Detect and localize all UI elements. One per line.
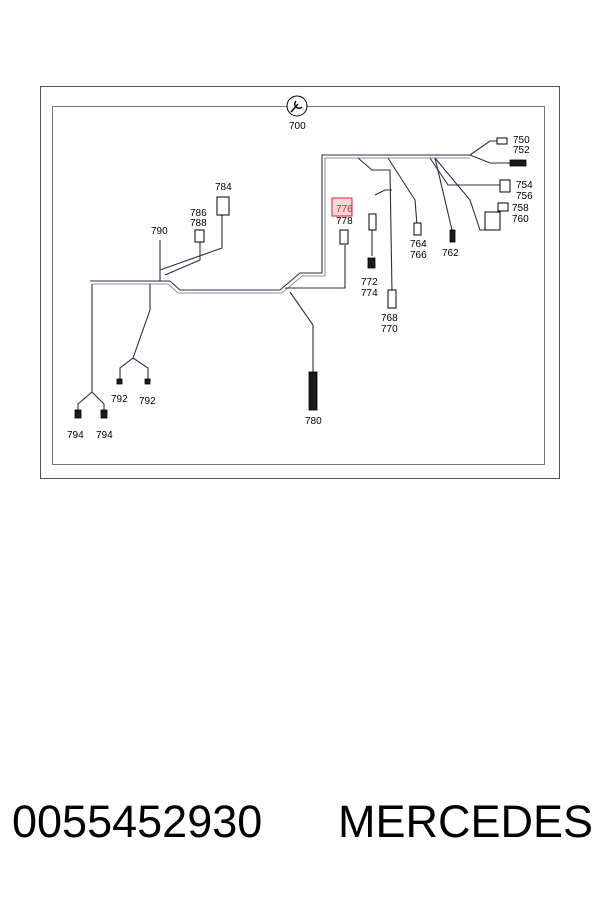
label-786: 786	[190, 208, 207, 219]
label-764: 764	[410, 239, 427, 250]
footer-caption: 0055452930 MERCEDES	[0, 796, 600, 866]
label-774: 774	[361, 288, 378, 299]
label-794-right: 794	[96, 430, 113, 441]
harness-icon	[286, 95, 308, 117]
label-772: 772	[361, 277, 378, 288]
label-768: 768	[381, 313, 398, 324]
label-780: 780	[305, 416, 322, 427]
label-784: 784	[215, 182, 232, 193]
part-number: 0055452930	[12, 796, 263, 847]
brand-name: MERCEDES	[338, 796, 594, 847]
label-794-left: 794	[67, 430, 84, 441]
label-700: 700	[289, 121, 306, 132]
label-770: 770	[381, 324, 398, 335]
label-788: 788	[190, 218, 207, 229]
label-792-right: 792	[139, 396, 156, 407]
label-776: 776	[336, 204, 353, 215]
label-766: 766	[410, 250, 427, 261]
label-750: 750	[513, 135, 530, 146]
label-792-left: 792	[111, 394, 128, 405]
label-758: 758	[512, 203, 529, 214]
inner-frame	[52, 106, 545, 465]
label-760: 760	[512, 214, 529, 225]
label-752: 752	[513, 145, 530, 156]
label-754: 754	[516, 180, 533, 191]
connectors	[74, 137, 527, 419]
harness-wires	[77, 140, 510, 412]
label-762: 762	[442, 248, 459, 259]
label-778: 778	[336, 216, 353, 227]
highlight-776	[331, 197, 353, 217]
label-756: 756	[516, 191, 533, 202]
label-790: 790	[151, 226, 168, 237]
